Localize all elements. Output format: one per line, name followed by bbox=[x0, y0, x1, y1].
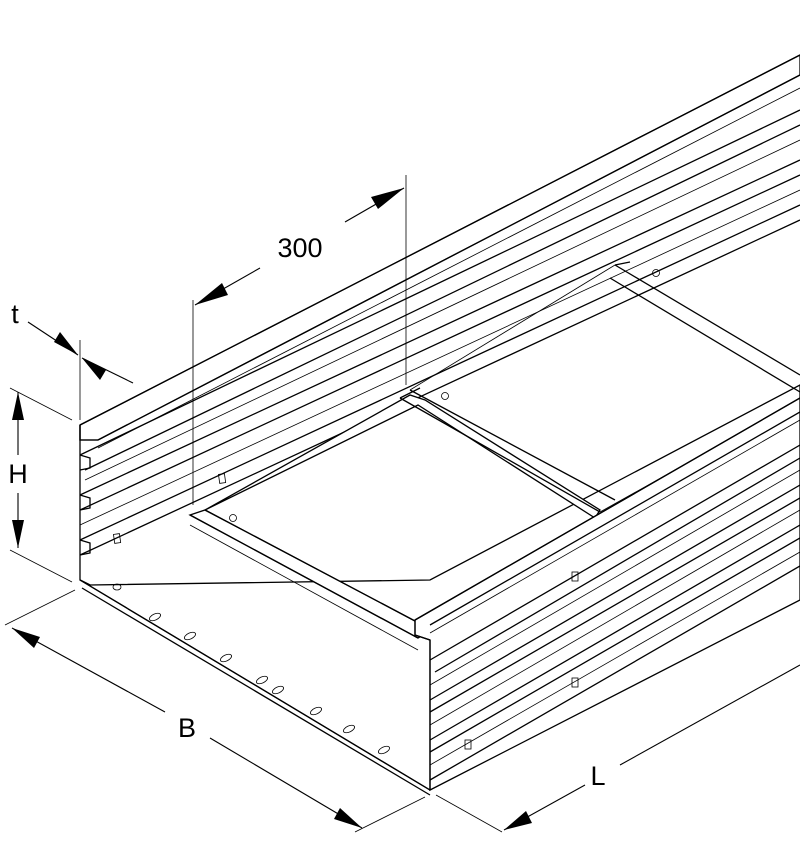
right-side-rail bbox=[414, 397, 800, 792]
dimension-t-label: t bbox=[11, 299, 19, 329]
dimension-B-label: B bbox=[178, 713, 196, 743]
dimension-H-label: H bbox=[8, 459, 28, 489]
dimension-width: B bbox=[4, 589, 426, 833]
rungs bbox=[188, 261, 800, 651]
dimension-thickness: t bbox=[11, 299, 134, 420]
dimension-300-label: 300 bbox=[277, 233, 322, 263]
floor-perforations bbox=[112, 583, 390, 755]
dimension-length: L bbox=[435, 664, 800, 833]
dimension-L-label: L bbox=[590, 761, 605, 791]
left-side-rail bbox=[79, 54, 800, 586]
dimension-rung-spacing: 300 bbox=[192, 175, 407, 505]
dimension-height: H bbox=[8, 387, 73, 583]
